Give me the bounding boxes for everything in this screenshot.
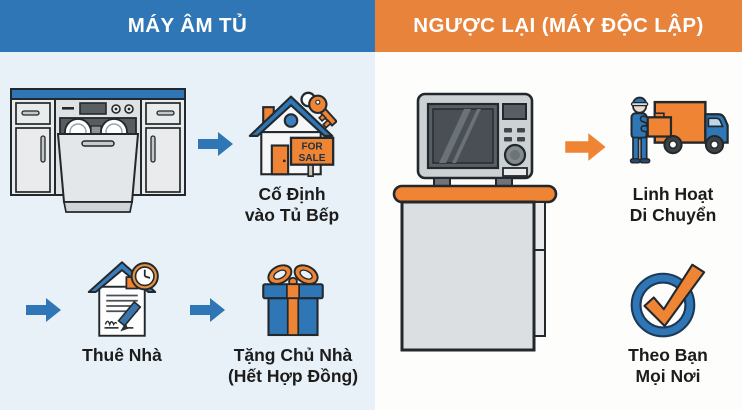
microwave-display [502, 103, 527, 120]
for-sale-sign: FOR SALE [289, 136, 335, 178]
countertop [10, 88, 186, 100]
label-rent-house: Thuê Nhà [68, 345, 176, 366]
clock-icon [130, 262, 159, 291]
delivery-man-truck-icon [629, 96, 729, 164]
arrow-right-icon [565, 133, 606, 161]
door [270, 144, 290, 176]
microwave-buttons [504, 128, 525, 142]
label-line: Theo Bạn [628, 345, 708, 365]
right-header-title: NGƯỢC LẠI (MÁY ĐỘC LẬP) [413, 14, 704, 37]
for-sale-text-line2: SALE [299, 153, 326, 164]
rental-contract-icon [87, 261, 159, 337]
label-follow-you: Theo Bạn Mọi Nơi [606, 345, 730, 387]
package [646, 116, 673, 138]
signature [104, 320, 118, 327]
delivery-man [629, 96, 673, 164]
arrow-right-icon [26, 298, 61, 322]
left-header-title: MÁY ÂM TỦ [127, 14, 248, 37]
built-in-dishwasher-illustration [10, 88, 186, 213]
for-sale-text-line1: FOR [301, 141, 323, 152]
label-line: (Hết Hợp Đồng) [227, 366, 359, 386]
label-line: Tặng Chủ Nhà [233, 345, 353, 365]
round-window [283, 113, 299, 128]
microwave-on-cabinet-illustration [392, 92, 558, 352]
label-line: Mọi Nơi [635, 366, 701, 386]
house-for-sale-icon: FOR SALE [248, 91, 337, 178]
arrow-right-icon [190, 298, 225, 322]
label-line: Linh Hoạt [632, 184, 714, 204]
arrow-right-icon [198, 132, 233, 156]
cabinet [400, 200, 536, 352]
label-line: Cố Định [258, 184, 326, 204]
right-header: NGƯỢC LẠI (MÁY ĐỘC LẬP) [375, 0, 742, 52]
left-header: MÁY ÂM TỦ [0, 0, 375, 52]
gift-box-icon [262, 264, 324, 337]
label-line: Di Chuyển [629, 205, 717, 225]
label-line: vào Tủ Bếp [244, 205, 340, 225]
countertop [392, 184, 558, 204]
label-flexible-move: Linh Hoạt Di Chuyển [610, 184, 736, 226]
pen-icon [117, 300, 142, 332]
panel-built-in: MÁY ÂM TỦ [0, 0, 375, 387]
label-line: Thuê Nhà [82, 345, 162, 365]
label-gift-to-landlord: Tặng Chủ Nhà (Hết Hợp Đồng) [212, 345, 374, 387]
roof [248, 95, 334, 137]
label-fixed-to-cabinet: Cố Định vào Tủ Bếp [227, 184, 357, 226]
checkmark-circle-icon [630, 263, 706, 338]
key-icon [300, 91, 337, 129]
